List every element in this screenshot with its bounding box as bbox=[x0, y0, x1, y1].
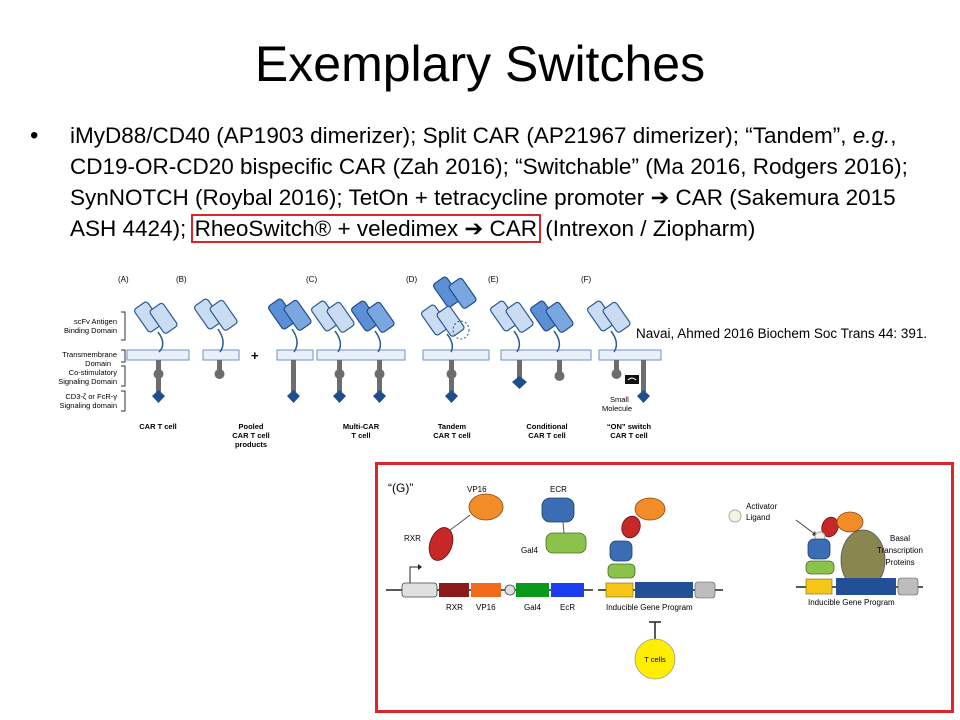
caption-c-2: T cell bbox=[351, 431, 370, 440]
rheoswitch-figure-box: “(G)” VP16 RXR ECR Gal4 RXR VP16 Gal4 Ec… bbox=[375, 462, 954, 713]
track-gal4: Gal4 bbox=[524, 603, 541, 612]
g-label: “(G)” bbox=[388, 481, 413, 495]
caption-f-1: “ON” switch bbox=[607, 422, 652, 431]
vp16-label: VP16 bbox=[467, 485, 487, 494]
scfv-label-2: Binding Domain bbox=[64, 326, 117, 335]
slide-title: Exemplary Switches bbox=[254, 36, 706, 92]
costim-label: Co-stimulatory bbox=[69, 368, 118, 377]
caption-f-2: CAR T cell bbox=[610, 431, 648, 440]
citation: Navai, Ahmed 2016 Biochem Soc Trans 44: … bbox=[636, 326, 928, 341]
vp16-shape bbox=[468, 493, 504, 521]
car-receptor-b: + bbox=[192, 297, 313, 403]
small-molecule-icon bbox=[625, 375, 639, 384]
t-cells-label: T cells bbox=[644, 655, 666, 664]
caption-b-3: products bbox=[235, 440, 267, 449]
scfv-label: scFv Antigen bbox=[74, 317, 117, 326]
vp16-gene bbox=[471, 583, 501, 597]
caption-e-1: Conditional bbox=[526, 422, 567, 431]
caption-a: CAR T cell bbox=[139, 422, 177, 431]
panel-letter-e: (E) bbox=[488, 275, 499, 284]
panel-letter-b: (B) bbox=[176, 275, 187, 284]
rxr-shape bbox=[428, 527, 454, 561]
cd3-label-2: Signaling domain bbox=[59, 401, 117, 410]
inducible-left-label: Inducible Gene Program bbox=[606, 603, 693, 612]
car-receptor-f: Small Molecule bbox=[585, 299, 650, 413]
panel-letter-f: (F) bbox=[581, 275, 592, 284]
membrane bbox=[126, 349, 662, 361]
basal-label: Basal bbox=[890, 534, 910, 543]
track-vp16: VP16 bbox=[476, 603, 496, 612]
activator-ligand-icon bbox=[728, 509, 742, 523]
gal4-shape bbox=[545, 532, 587, 554]
tm-label: Transmembrane bbox=[62, 350, 117, 359]
gal4-gene bbox=[516, 583, 549, 597]
rxr-label: RXR bbox=[404, 534, 421, 543]
rheoswitch-diagram: “(G)” VP16 RXR ECR Gal4 RXR VP16 Gal4 Ec… bbox=[386, 481, 923, 680]
rxr-gene bbox=[439, 583, 469, 597]
ecr-gene bbox=[551, 583, 584, 597]
panel-letter-c: (C) bbox=[306, 275, 317, 284]
promoter-block bbox=[401, 582, 438, 598]
label-brackets bbox=[121, 311, 126, 412]
small-molecule-label: Small bbox=[610, 395, 629, 404]
basal-label-2: Transcription bbox=[877, 546, 923, 555]
car-receptor-a bbox=[132, 300, 179, 403]
panel-captions: CAR T cell Pooled CAR T cell products Mu… bbox=[139, 422, 651, 449]
inhibition-icon bbox=[649, 621, 661, 640]
panel-letter-a: (A) bbox=[118, 275, 129, 284]
activator-label-2: Ligand bbox=[746, 513, 770, 522]
caption-b-1: Pooled bbox=[238, 422, 263, 431]
track-rxr: RXR bbox=[446, 603, 463, 612]
caption-d-1: Tandem bbox=[438, 422, 467, 431]
bullet-text-part-4: (Intrexon / Ziopharm) bbox=[539, 216, 756, 241]
bullet-text-part-3: , CD19-OR-CD20 bispecific CAR (Zah 2016)… bbox=[70, 123, 908, 241]
caption-c-1: Multi-CAR bbox=[343, 422, 380, 431]
panel-letter-d: (D) bbox=[406, 275, 417, 284]
activator-label: Activator bbox=[746, 502, 777, 511]
car-receptor-e bbox=[488, 299, 575, 389]
bullet-glyph: • bbox=[30, 122, 39, 149]
cd3-label: CD3-ζ or FcR-γ bbox=[65, 392, 117, 401]
ecr-top-label: ECR bbox=[550, 485, 567, 494]
caption-b-2: CAR T cell bbox=[232, 431, 270, 440]
bullet-text-part-1: iMyD88/CD40 (AP1903 dimerizer); Split CA… bbox=[70, 123, 853, 148]
car-receptor-d bbox=[419, 275, 478, 403]
gal4-mid-label: Gal4 bbox=[521, 546, 538, 555]
promoter-arrow-icon bbox=[418, 564, 422, 570]
track-labels: RXR VP16 Gal4 EcR bbox=[446, 603, 575, 612]
small-molecule-label-2: Molecule bbox=[602, 404, 632, 413]
domain-labels: scFv Antigen Binding Domain Transmembran… bbox=[58, 317, 117, 410]
t-cells-circle bbox=[634, 638, 676, 680]
inducible-right-label: Inducible Gene Program bbox=[808, 598, 895, 607]
car-architecture-diagram: (A) (B) (C) (D) (E) (F) scFv Antigen Bin… bbox=[58, 275, 662, 449]
bullet-text-eg: e.g. bbox=[852, 123, 891, 148]
ecr-shape bbox=[541, 497, 575, 523]
caption-d-2: CAR T cell bbox=[433, 431, 471, 440]
highlighted-rheoswitch-text: RheoSwitch® + veledimex ➔ CAR bbox=[190, 214, 542, 243]
bullet-text: iMyD88/CD40 (AP1903 dimerizer); Split CA… bbox=[70, 120, 940, 244]
costim-label-2: Signaling Domain bbox=[58, 377, 117, 386]
tm-label-2: Domain bbox=[85, 359, 111, 368]
track-ecr: EcR bbox=[560, 603, 575, 612]
caption-e-2: CAR T cell bbox=[528, 431, 566, 440]
plus-sign: + bbox=[251, 348, 259, 363]
car-receptor-c bbox=[309, 299, 396, 403]
basal-label-3: Proteins bbox=[885, 558, 914, 567]
